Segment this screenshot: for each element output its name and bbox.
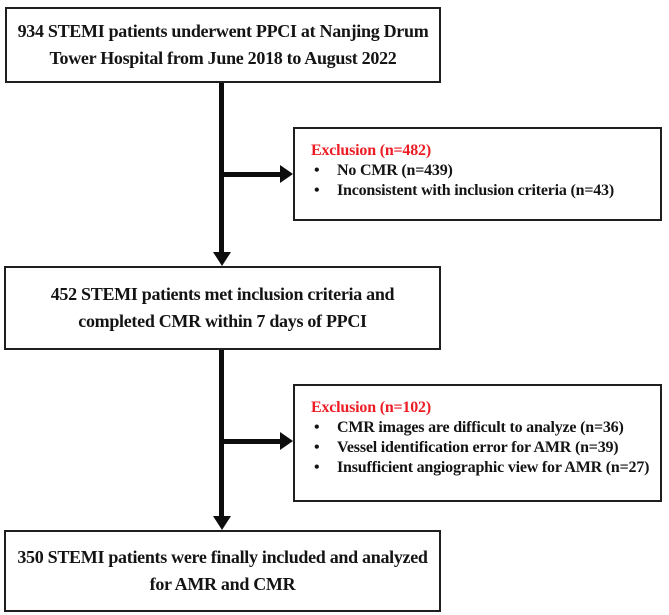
branch-line-1 (222, 172, 280, 177)
arrowhead-down-2 (213, 516, 231, 530)
flow-box-enrollment-line2: Tower Hospital from June 2018 to August … (49, 48, 397, 68)
exclusion-box-2-title: Exclusion (n=102) (311, 399, 431, 416)
arrowhead-down-1 (213, 252, 231, 266)
exclusion-item: CMR images are difficult to analyze (n=3… (311, 418, 656, 438)
flow-box-enrollment-line1: 934 STEMI patients underwent PPCI at Nan… (17, 21, 429, 41)
exclusion-box-1: Exclusion (n=482) No CMR (n=439)Inconsis… (293, 127, 662, 221)
flow-box-final-analysis-line1: 350 STEMI patients were finally included… (17, 547, 428, 567)
exclusion-box-1-title: Exclusion (n=482) (311, 142, 431, 159)
flow-box-inclusion-line2: completed CMR within 7 days of PPCI (78, 311, 367, 331)
branch-line-2 (222, 439, 280, 444)
exclusion-box-2-list: CMR images are difficult to analyze (n=3… (311, 418, 656, 478)
arrow-line-vertical-1 (219, 83, 224, 252)
flow-box-enrollment: 934 STEMI patients underwent PPCI at Nan… (5, 7, 441, 83)
arrow-line-vertical-2 (219, 350, 224, 516)
exclusion-item: Vessel identification error for AMR (n=3… (311, 438, 656, 458)
flow-box-final-analysis-line2: for AMR and CMR (149, 574, 296, 594)
flow-box-final-analysis: 350 STEMI patients were finally included… (4, 530, 441, 612)
arrowhead-right-2 (280, 432, 293, 450)
exclusion-item: No CMR (n=439) (311, 161, 656, 181)
exclusion-box-1-list: No CMR (n=439)Inconsistent with inclusio… (311, 161, 656, 201)
flow-box-inclusion-line1: 452 STEMI patients met inclusion criteri… (50, 284, 395, 304)
arrowhead-right-1 (280, 165, 293, 183)
exclusion-item: Insufficient angiographic view for AMR (… (311, 458, 656, 478)
exclusion-item: Inconsistent with inclusion criteria (n=… (311, 181, 656, 201)
exclusion-box-2: Exclusion (n=102) CMR images are difficu… (293, 384, 662, 502)
flow-box-inclusion: 452 STEMI patients met inclusion criteri… (4, 266, 441, 350)
